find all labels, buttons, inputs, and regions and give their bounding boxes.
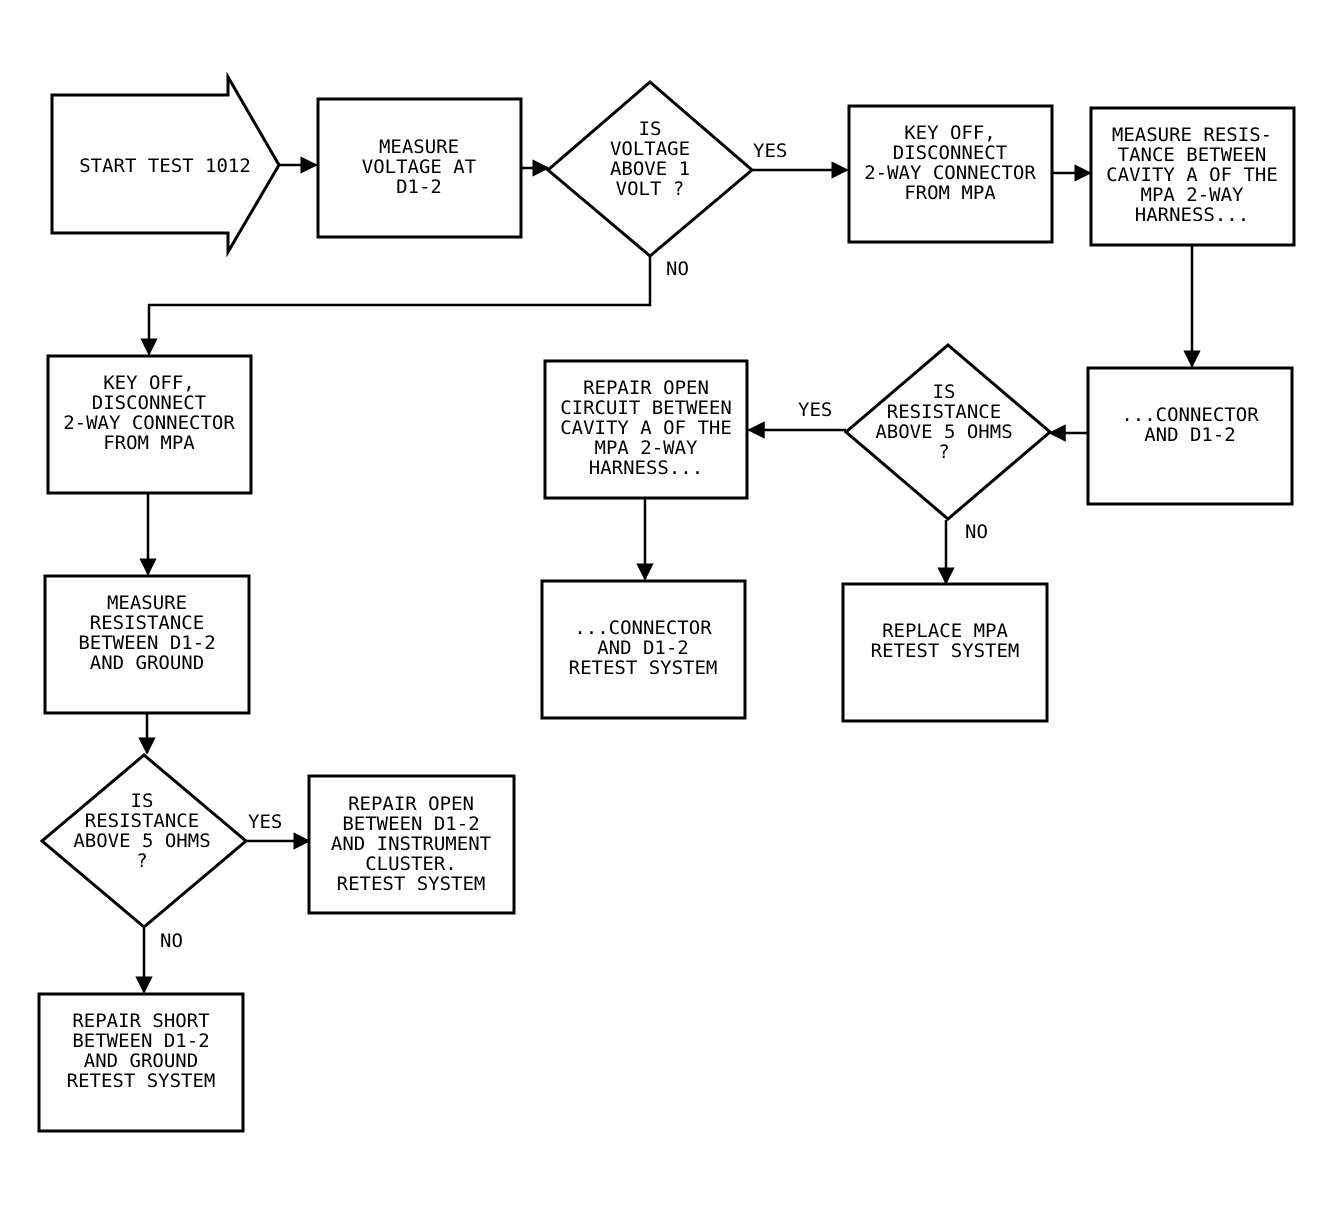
label-line: RESISTANCE: [85, 810, 199, 832]
label-line: AND INSTRUMENT: [331, 833, 491, 855]
label-line: BETWEEN D1-2: [72, 1030, 209, 1052]
label-line: FROM MPA: [904, 182, 996, 204]
label-line: TANCE BETWEEN: [1118, 144, 1267, 166]
key-off-right-box: [847, 104, 1054, 244]
resistance-left-yes-label: YES: [248, 811, 282, 833]
connector-retest-box: [540, 579, 747, 720]
voltage-no-label: NO: [666, 258, 689, 280]
flow-shapes: [37, 71, 1296, 1133]
decision-voltage-diamond: [545, 80, 755, 258]
repair-short-box: [37, 992, 245, 1133]
label-line: RETEST SYSTEM: [337, 873, 486, 895]
label-line: DISCONNECT: [893, 142, 1007, 164]
replace-mpa-box: [841, 582, 1049, 723]
connector-d1-2-box: [1086, 366, 1294, 506]
label-line: HARNESS...: [589, 457, 703, 479]
measure-cavity-box: [1089, 106, 1296, 247]
label-line: BETWEEN D1-2: [78, 632, 215, 654]
label-line: CIRCUIT BETWEEN: [560, 397, 732, 419]
label-line: MPA 2-WAY: [1141, 184, 1245, 206]
label-line: ?: [136, 850, 147, 872]
voltage-yes-label: YES: [753, 140, 787, 162]
edge-labels: YES NO YES NO YES NO: [160, 140, 988, 952]
label-line: RESISTANCE: [887, 401, 1001, 423]
arrow-decision-no-to-key-off-left: [140, 255, 652, 356]
label-line: VOLT ?: [616, 178, 685, 200]
label-line: AND D1-2: [597, 637, 689, 659]
label-line: START TEST 1012: [79, 155, 251, 177]
label-line: ...CONNECTOR: [574, 617, 712, 639]
label-line: REPAIR SHORT: [72, 1010, 209, 1032]
label-line: VOLTAGE: [610, 138, 690, 160]
measure-voltage-box: [316, 97, 523, 239]
label-line: CAVITY A OF THE: [1106, 164, 1278, 186]
resistance-left-no-label: NO: [160, 930, 183, 952]
label-line: D1-2: [396, 176, 442, 198]
label-line: REPAIR OPEN: [583, 377, 709, 399]
label-line: RESISTANCE: [90, 612, 204, 634]
label-line: CLUSTER.: [365, 853, 457, 875]
repair-open-cluster-box: [307, 774, 516, 915]
label-line: REPAIR OPEN: [348, 793, 474, 815]
label-line: FROM MPA: [103, 432, 195, 454]
label-line: MEASURE: [107, 592, 187, 614]
label-line: ...CONNECTOR: [1121, 404, 1259, 426]
start-arrow-shape: [50, 71, 281, 258]
label-line: KEY OFF,: [904, 122, 996, 144]
label-line: AND GROUND: [84, 1050, 198, 1072]
label-line: BETWEEN D1-2: [342, 813, 479, 835]
measure-ground-box: [43, 574, 251, 715]
resistance-right-no-label: NO: [965, 521, 988, 543]
label-line: 2-WAY CONNECTOR: [63, 412, 235, 434]
label-line: REPLACE MPA: [882, 620, 1008, 642]
label-line: IS: [639, 118, 662, 140]
key-off-left-box: [46, 354, 253, 495]
label-line: RETEST SYSTEM: [67, 1070, 216, 1092]
decision-resistance-right-diamond: [843, 343, 1053, 521]
resistance-right-yes-label: YES: [798, 399, 832, 421]
label-line: IS: [131, 790, 154, 812]
label-line: MPA 2-WAY: [595, 437, 699, 459]
connector-lines: [135, 156, 1201, 994]
label-line: 2-WAY CONNECTOR: [864, 162, 1036, 184]
label-line: RETEST SYSTEM: [871, 640, 1020, 662]
label-line: AND D1-2: [1144, 424, 1236, 446]
label-line: ABOVE 5 OHMS: [73, 830, 210, 852]
decision-resistance-left-diamond: [39, 753, 249, 929]
label-line: VOLTAGE AT: [362, 156, 476, 178]
label-line: RETEST SYSTEM: [569, 657, 718, 679]
label-line: ?: [938, 441, 949, 463]
label-line: MEASURE: [379, 136, 459, 158]
label-line: CAVITY A OF THE: [560, 417, 732, 439]
label-line: AND GROUND: [90, 652, 204, 674]
label-line: ABOVE 5 OHMS: [875, 421, 1012, 443]
label-line: KEY OFF,: [103, 372, 195, 394]
label-line: MEASURE RESIS-: [1112, 124, 1272, 146]
label-line: IS: [933, 381, 956, 403]
repair-open-circuit-box: [543, 359, 749, 500]
start-test-label: START TEST 1012: [79, 155, 251, 177]
label-line: HARNESS...: [1135, 204, 1249, 226]
label-line: DISCONNECT: [92, 392, 206, 414]
label-line: ABOVE 1: [610, 158, 690, 180]
